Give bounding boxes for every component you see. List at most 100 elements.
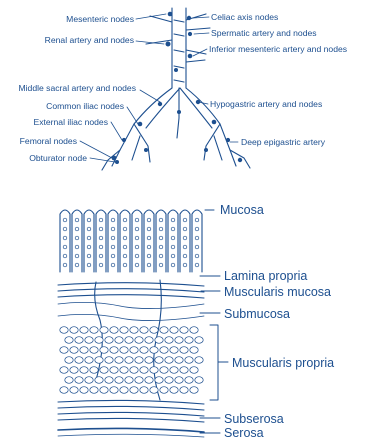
muscle-cell: [75, 377, 83, 384]
muscle-cell: [165, 377, 173, 384]
villus-cell: [63, 254, 67, 258]
muscle-cell: [165, 337, 173, 344]
muscle-cell: [155, 377, 163, 384]
villus-cell: [147, 263, 151, 267]
villus-cell: [147, 245, 151, 249]
villus-cell: [111, 236, 115, 240]
muscle-cell: [65, 337, 73, 344]
villus-cell: [171, 263, 175, 267]
label-submucosa: Submucosa: [224, 307, 290, 321]
muscle-cell: [190, 387, 198, 394]
label-middle-sacral-nodes: Middle sacral artery and nodes: [18, 83, 136, 93]
villus-cell: [111, 245, 115, 249]
villus-cell: [135, 245, 139, 249]
villus-cell: [87, 218, 91, 222]
muscle-cell: [120, 367, 128, 374]
muscle-cell: [75, 357, 83, 364]
villus-cell: [123, 245, 127, 249]
villus-cell: [159, 218, 163, 222]
label-celiac-axis-nodes: Celiac axis nodes: [211, 12, 278, 22]
left-common-iliac: [112, 88, 172, 166]
muscle-cell: [85, 337, 93, 344]
muscle-cell: [150, 347, 158, 354]
label-femoral-nodes: Femoral nodes: [20, 136, 77, 146]
muscle-cell: [60, 327, 68, 334]
villus-cell: [171, 245, 175, 249]
muscle-cell: [180, 387, 188, 394]
muscle-cell: [185, 377, 193, 384]
label-deep-epigastric-artery: Deep epigastric artery: [241, 137, 326, 147]
villus-cell: [111, 227, 115, 231]
villus-cell: [195, 245, 199, 249]
villus-cell: [171, 254, 175, 258]
villus-cell: [183, 263, 187, 267]
label-hypogastric-nodes: Hypogastric artery and nodes: [210, 99, 322, 109]
villus-cell: [99, 263, 103, 267]
muscle-cell: [170, 347, 178, 354]
muscle-cell: [150, 367, 158, 374]
left-iliac-branches: [102, 124, 150, 170]
villus-cell: [75, 245, 79, 249]
muscle-cell: [170, 327, 178, 334]
muscle-cell: [90, 367, 98, 374]
muscle-cell: [60, 347, 68, 354]
muscle-cell: [80, 367, 88, 374]
label-spermatic-artery-nodes: Spermatic artery and nodes: [211, 28, 317, 38]
muscle-cell: [140, 347, 148, 354]
muscle-cell: [100, 327, 108, 334]
villus-cell: [75, 254, 79, 258]
muscle-cell: [160, 367, 168, 374]
subserosa-layer: [58, 400, 204, 422]
label-muscularis-mucosa: Muscularis mucosa: [224, 285, 331, 299]
muscle-cell: [105, 377, 113, 384]
muscle-cell: [180, 347, 188, 354]
muscle-cell: [80, 347, 88, 354]
label-serosa: Serosa: [224, 426, 264, 440]
villus-cell: [135, 218, 139, 222]
villus-cell: [123, 263, 127, 267]
muscle-cell: [155, 357, 163, 364]
villus-cell: [99, 218, 103, 222]
label-inferior-mesenteric-nodes: Inferior mesenteric artery and nodes: [209, 44, 347, 54]
muscle-cell: [145, 337, 153, 344]
muscle-cell: [110, 387, 118, 394]
villus-cell: [111, 263, 115, 267]
label-obturator-node: Obturator node: [29, 153, 87, 163]
villus-cell: [195, 254, 199, 258]
villus-cell: [195, 236, 199, 240]
muscle-cell: [170, 387, 178, 394]
villus-cell: [159, 254, 163, 258]
villus-cell: [63, 227, 67, 231]
muscle-cell: [120, 387, 128, 394]
muscle-cell: [95, 377, 103, 384]
muscle-cell: [145, 377, 153, 384]
muscle-cell: [120, 347, 128, 354]
muscle-cell: [70, 347, 78, 354]
muscle-cell: [105, 357, 113, 364]
vascular-tree: Mesenteric nodes Renal artery and nodes …: [18, 8, 347, 170]
muscle-cell: [160, 347, 168, 354]
villus-cell: [183, 254, 187, 258]
villus-cell: [99, 245, 103, 249]
villus-cell: [147, 218, 151, 222]
muscle-cell: [140, 367, 148, 374]
villus-cell: [63, 236, 67, 240]
villus-cell: [183, 227, 187, 231]
villus-cell: [195, 218, 199, 222]
muscle-cell: [90, 327, 98, 334]
muscle-cell: [115, 337, 123, 344]
villus-cell: [171, 227, 175, 231]
muscle-cell: [70, 367, 78, 374]
muscle-cell: [65, 377, 73, 384]
label-subserosa: Subserosa: [224, 412, 284, 426]
muscle-cell: [135, 357, 143, 364]
villus-cell: [111, 218, 115, 222]
muscle-cell: [100, 387, 108, 394]
villus-cell: [75, 263, 79, 267]
villus-cell: [99, 236, 103, 240]
villus-cell: [111, 254, 115, 258]
muscularis-propria-cells: [60, 327, 203, 394]
muscle-cell: [175, 377, 183, 384]
villus-cell: [159, 227, 163, 231]
